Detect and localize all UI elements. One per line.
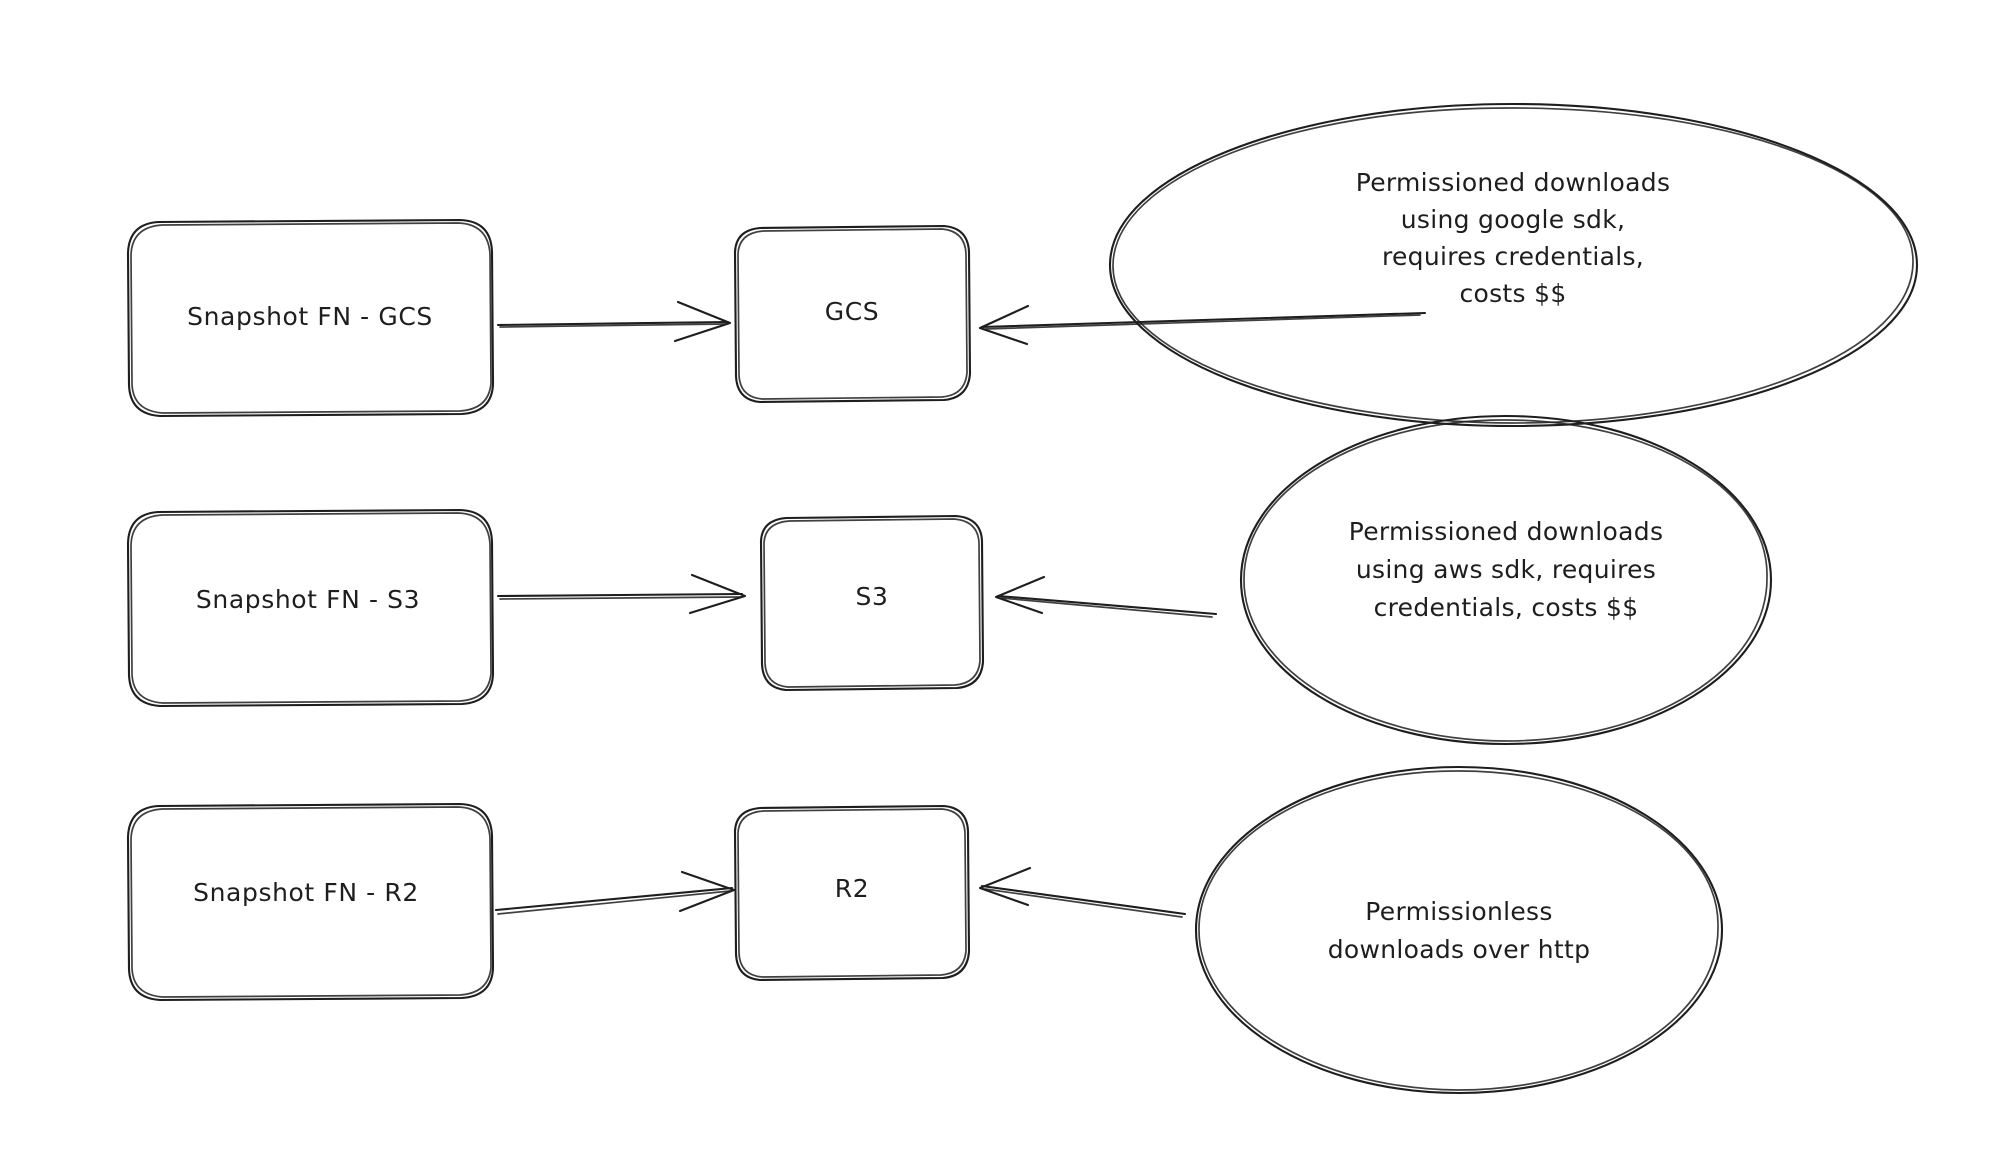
note-gcs-line-4: costs $$ bbox=[1459, 279, 1566, 308]
connector-fn-gcs-arrow[interactable] bbox=[496, 300, 732, 343]
node-label-snapshot-fn-r2: Snapshot FN - R2 bbox=[193, 878, 419, 907]
note-gcs-line-1: Permissioned downloads bbox=[1356, 168, 1671, 197]
note-r2-ellipse[interactable]: Permissionless downloads over http bbox=[1194, 765, 1724, 1095]
note-gcs-line-2: using google sdk, bbox=[1401, 205, 1626, 234]
node-snapshot-fn-r2[interactable]: Snapshot FN - R2 bbox=[126, 802, 495, 1002]
connector-note-gcs-arrow[interactable] bbox=[978, 304, 1427, 346]
node-snapshot-fn-s3[interactable]: Snapshot FN - S3 bbox=[126, 508, 495, 708]
note-s3-line-3: credentials, costs $$ bbox=[1374, 593, 1639, 622]
node-label-snapshot-fn-gcs: Snapshot FN - GCS bbox=[187, 302, 433, 331]
node-label-snapshot-fn-s3: Snapshot FN - S3 bbox=[196, 585, 420, 614]
connector-fn-r2-arrow[interactable] bbox=[494, 870, 736, 915]
node-r2[interactable]: R2 bbox=[733, 804, 971, 982]
node-s3[interactable]: S3 bbox=[759, 514, 985, 692]
note-s3-line-1: Permissioned downloads bbox=[1349, 517, 1664, 546]
note-gcs-ellipse[interactable]: Permissioned downloads using google sdk,… bbox=[1108, 102, 1919, 428]
connector-note-r2-arrow[interactable] bbox=[978, 866, 1187, 918]
note-r2-line-2: downloads over http bbox=[1328, 935, 1591, 964]
node-label-gcs: GCS bbox=[825, 297, 880, 326]
node-snapshot-fn-gcs[interactable]: Snapshot FN - GCS bbox=[126, 218, 495, 418]
connector-fn-s3-arrow[interactable] bbox=[496, 573, 747, 615]
note-s3-line-2: using aws sdk, requires bbox=[1356, 555, 1656, 584]
note-s3-ellipse[interactable]: Permissioned downloads using aws sdk, re… bbox=[1239, 414, 1773, 746]
node-label-s3: S3 bbox=[856, 582, 889, 611]
node-gcs[interactable]: GCS bbox=[733, 224, 972, 404]
note-r2-line-1: Permissionless bbox=[1365, 897, 1552, 926]
connector-note-s3-arrow[interactable] bbox=[994, 575, 1218, 618]
node-label-r2: R2 bbox=[835, 874, 869, 903]
note-gcs-line-3: requires credentials, bbox=[1382, 242, 1644, 271]
